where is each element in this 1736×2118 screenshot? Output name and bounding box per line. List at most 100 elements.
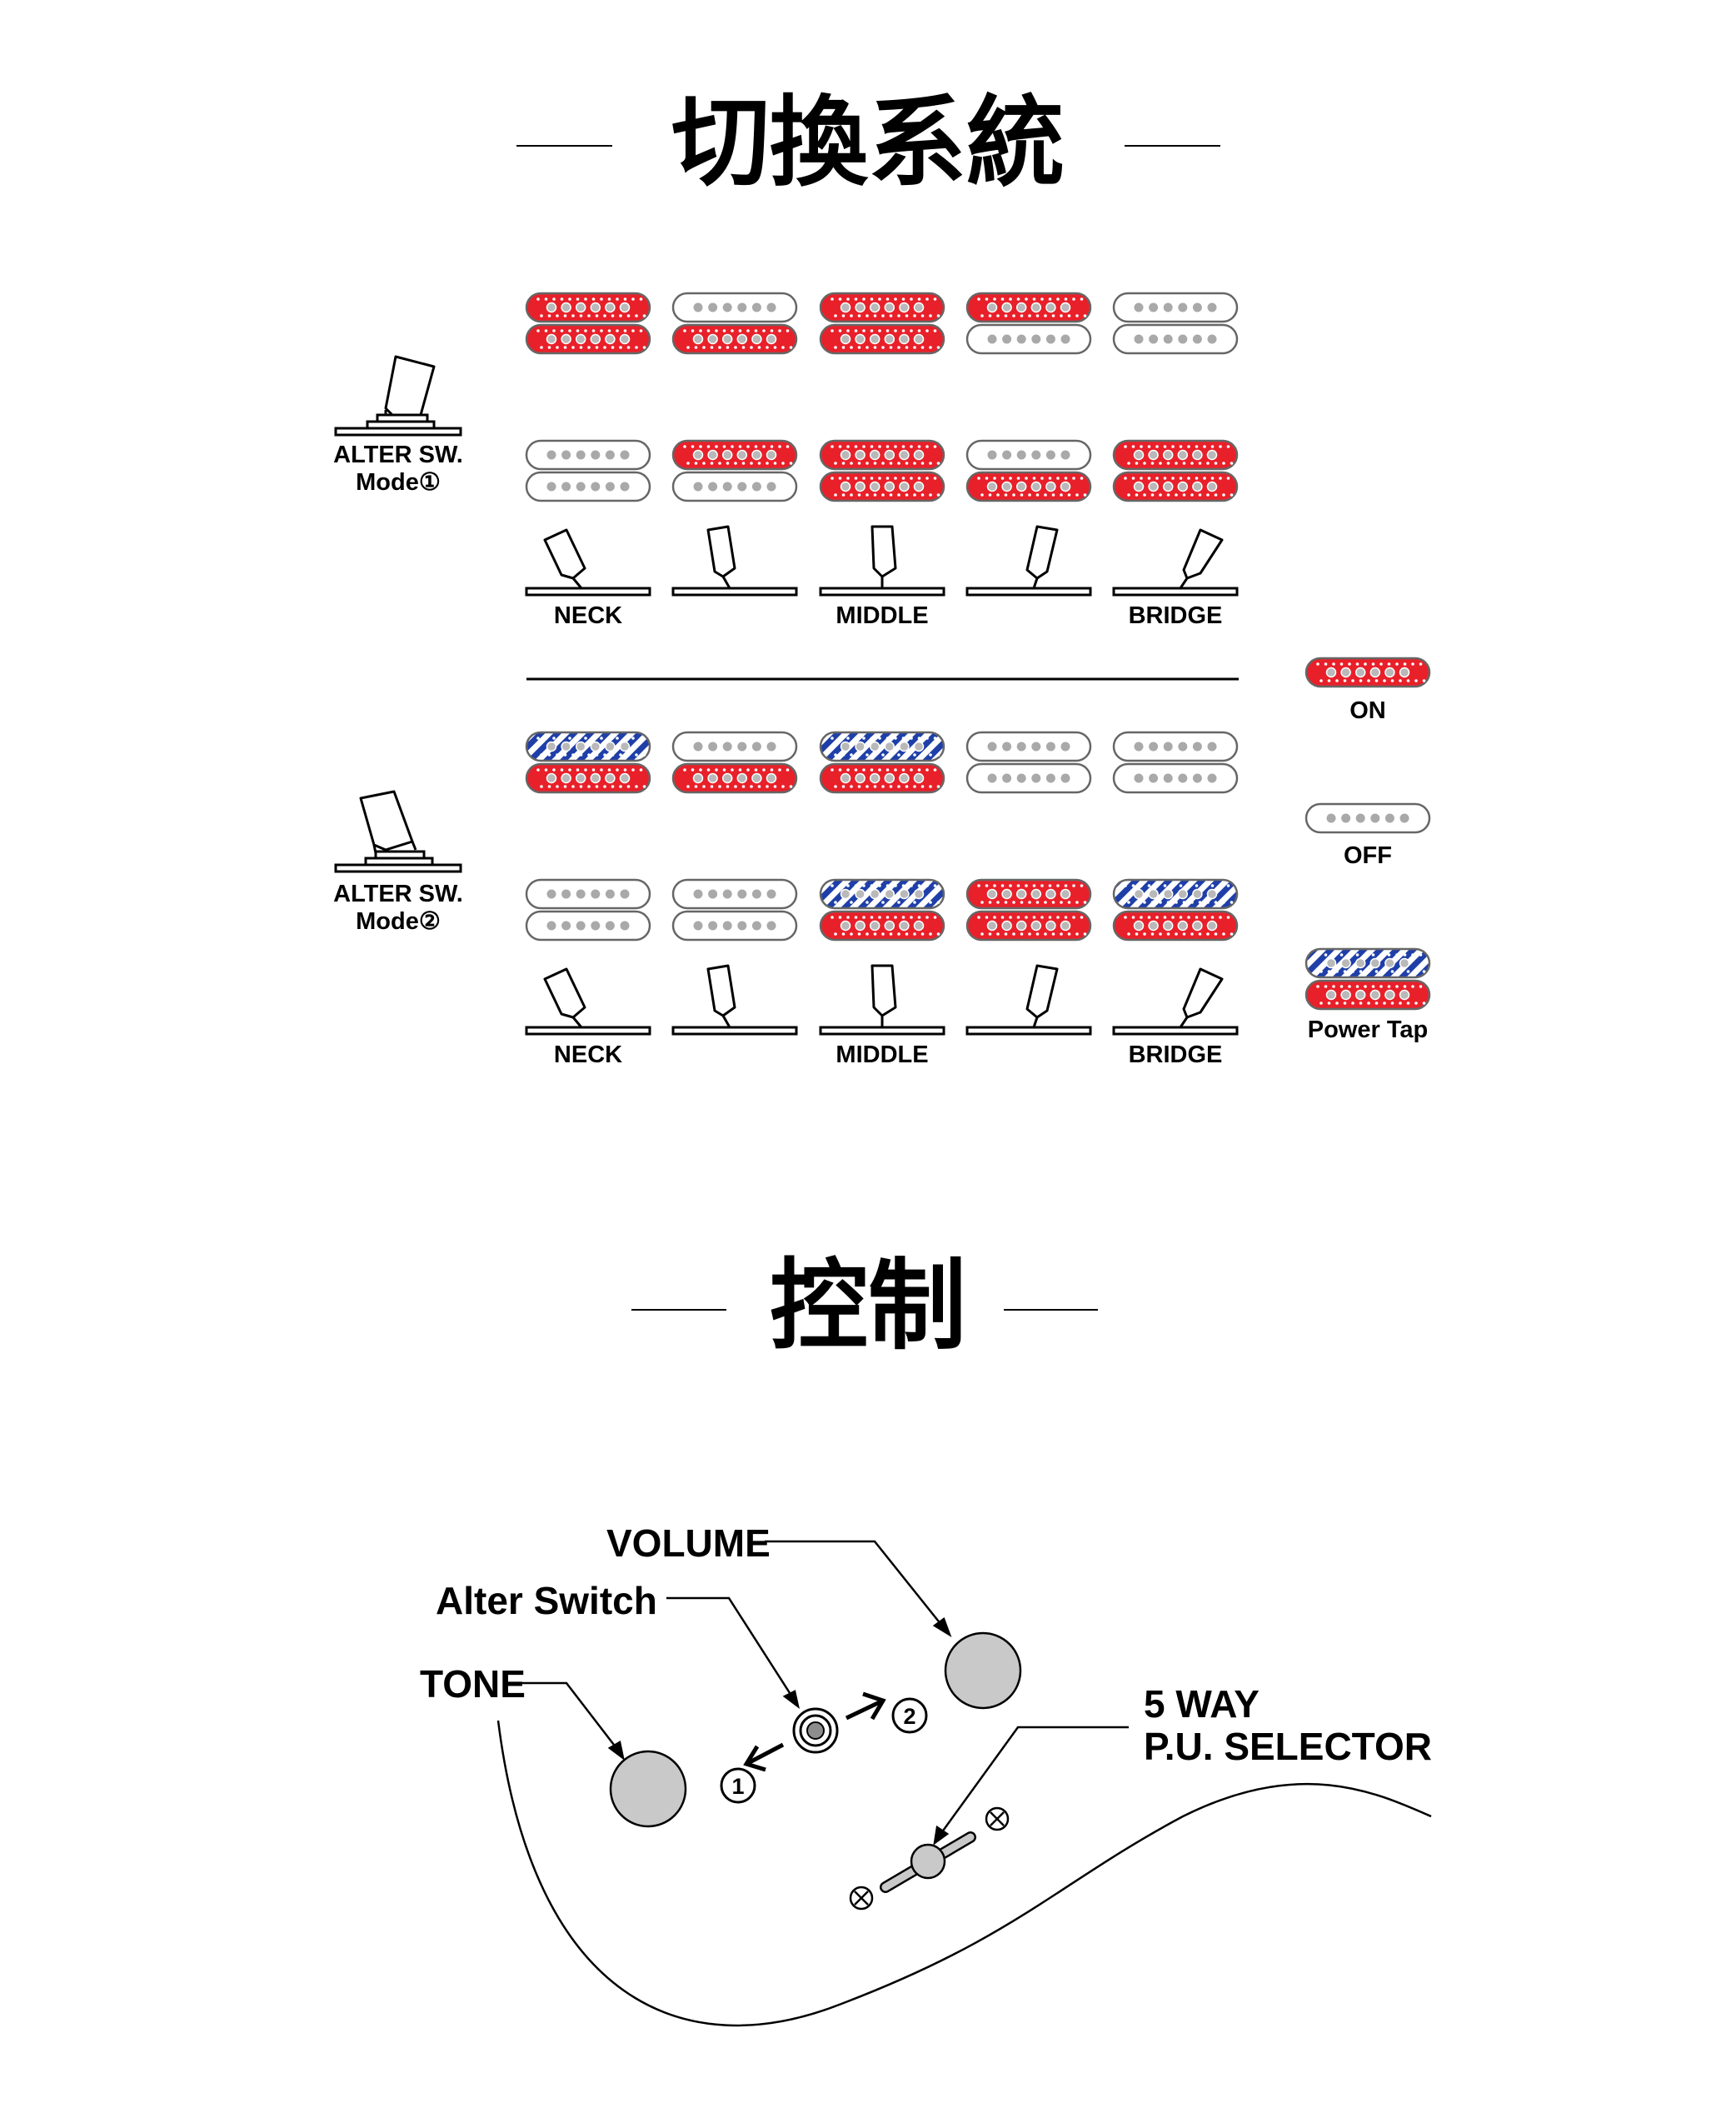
coil-speckle bbox=[571, 314, 575, 317]
pole-piece bbox=[1325, 667, 1337, 678]
coil-speckle bbox=[1351, 970, 1354, 973]
coil-speckle bbox=[936, 493, 940, 497]
coil-speckle bbox=[925, 445, 929, 448]
coil-speckle bbox=[1140, 477, 1143, 480]
pole-piece bbox=[1060, 450, 1070, 460]
coil-speckle bbox=[850, 346, 853, 349]
pole-piece bbox=[986, 888, 998, 900]
coil-speckle bbox=[873, 493, 877, 497]
coil-speckle bbox=[1182, 932, 1186, 936]
coil-speckle bbox=[1374, 1002, 1379, 1005]
coil-speckle bbox=[1406, 1002, 1410, 1005]
coil-speckle bbox=[920, 493, 925, 497]
coil-speckle bbox=[929, 901, 932, 904]
screw-icon bbox=[849, 1886, 874, 1911]
coil-speckle bbox=[910, 477, 913, 480]
coil-speckle bbox=[750, 785, 753, 788]
pole-piece bbox=[546, 333, 557, 345]
coil-speckle bbox=[607, 737, 611, 740]
coil-speckle bbox=[635, 314, 638, 317]
coil-speckle bbox=[905, 314, 909, 317]
coil-speckle bbox=[1226, 477, 1230, 480]
coil-speckle bbox=[929, 314, 932, 317]
pole-piece bbox=[855, 302, 866, 313]
pole-piece bbox=[840, 888, 851, 900]
five-way-selector[interactable] bbox=[880, 1831, 976, 1893]
coil-speckle bbox=[870, 768, 874, 772]
coil-speckle bbox=[699, 329, 702, 332]
coil-speckle bbox=[834, 932, 837, 936]
pole-piece bbox=[1031, 773, 1041, 783]
coil-speckle bbox=[933, 916, 937, 919]
coil-speckle bbox=[846, 884, 850, 887]
pole-piece bbox=[1045, 334, 1055, 344]
coil-speckle bbox=[1359, 679, 1363, 682]
coil-speckle bbox=[718, 785, 721, 788]
coil-speckle bbox=[862, 297, 866, 301]
coil-speckle bbox=[1406, 679, 1410, 682]
coil-speckle bbox=[985, 477, 989, 480]
coil-speckle bbox=[831, 445, 834, 448]
pole-piece bbox=[884, 741, 895, 752]
pole-piece bbox=[561, 772, 571, 784]
coil-speckle bbox=[1182, 493, 1186, 497]
coil-speckle bbox=[988, 493, 992, 497]
five-way-lever-icon bbox=[1112, 967, 1239, 1036]
coil-speckle bbox=[1419, 985, 1423, 988]
coil-speckle bbox=[1355, 953, 1359, 957]
coil-speckle bbox=[901, 297, 905, 301]
coil-speckle bbox=[910, 297, 913, 301]
coil-speckle bbox=[786, 768, 790, 772]
coil-speckle bbox=[757, 346, 761, 349]
coil-speckle bbox=[1399, 970, 1402, 973]
five-way-lever-icon bbox=[965, 964, 1092, 1036]
coil-speckle bbox=[556, 314, 559, 317]
coil-speckle bbox=[591, 329, 596, 332]
coil-speckle bbox=[1332, 953, 1335, 957]
coil-speckle bbox=[694, 346, 698, 349]
coil-speckle bbox=[1000, 916, 1005, 919]
position-label: MIDDLE bbox=[836, 602, 928, 629]
coil-speckle bbox=[925, 884, 929, 887]
pole-piece bbox=[708, 742, 718, 752]
coil-speckle bbox=[1159, 493, 1162, 497]
coil-speckle bbox=[584, 768, 587, 772]
pole-piece bbox=[575, 741, 586, 752]
coil-speckle bbox=[1060, 932, 1063, 936]
pole-piece bbox=[1326, 813, 1336, 823]
coil-speckle bbox=[746, 768, 750, 772]
pole-piece bbox=[899, 772, 910, 784]
pole-piece bbox=[766, 449, 777, 461]
coil-speckle bbox=[988, 932, 992, 936]
coil-speckle bbox=[1175, 901, 1178, 904]
coil-speckle bbox=[1422, 970, 1426, 973]
coil-speckle bbox=[854, 297, 858, 301]
pole-piece bbox=[899, 920, 910, 932]
coil-speckle bbox=[544, 737, 548, 740]
coil-speckle bbox=[894, 884, 897, 887]
coil-speckle bbox=[988, 901, 992, 904]
coil-speckle bbox=[1159, 462, 1162, 465]
coil-speckle bbox=[1327, 1002, 1331, 1005]
coil-speckle bbox=[873, 314, 877, 317]
mode1-switch-label-line1: ALTER SW. bbox=[333, 442, 463, 468]
tone-knob[interactable] bbox=[609, 1750, 687, 1828]
pole-piece bbox=[619, 302, 631, 313]
pole-piece bbox=[737, 482, 747, 492]
volume-knob[interactable] bbox=[944, 1631, 1022, 1710]
pole-piece bbox=[913, 333, 925, 345]
alter-switch-button[interactable] bbox=[792, 1707, 839, 1754]
pole-piece bbox=[855, 449, 866, 461]
pole-piece bbox=[1163, 302, 1173, 312]
coil-speckle bbox=[1348, 985, 1351, 988]
mode2-switch-label-line1: ALTER SW. bbox=[333, 881, 463, 907]
coil-speckle bbox=[936, 901, 940, 904]
coil-speckle bbox=[857, 901, 861, 904]
coil-speckle bbox=[985, 297, 989, 301]
pole-piece bbox=[1384, 667, 1395, 678]
coil-speckle bbox=[894, 768, 897, 772]
coil-speckle bbox=[831, 329, 834, 332]
coil-speckle bbox=[834, 493, 837, 497]
pole-piece bbox=[1133, 888, 1145, 900]
coil-speckle bbox=[913, 314, 916, 317]
